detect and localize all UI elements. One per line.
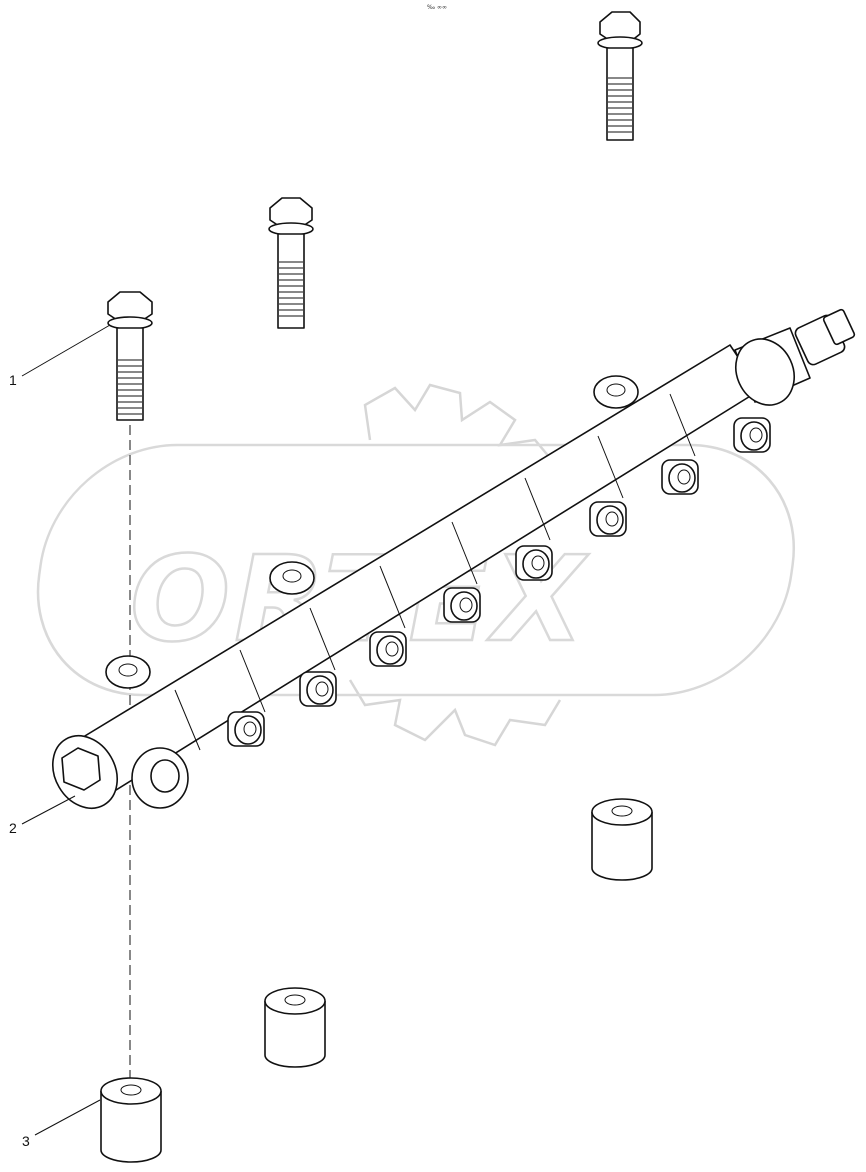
spacer-right bbox=[591, 798, 653, 881]
callout-3: 3 bbox=[22, 1099, 101, 1149]
rail-nozzles bbox=[227, 417, 771, 747]
callout-1: 1 bbox=[9, 324, 111, 388]
header-mark: ‰ ∞∞ bbox=[427, 4, 447, 11]
bolt-left bbox=[107, 291, 153, 421]
watermark-frame bbox=[36, 443, 796, 697]
callout-number-1: 1 bbox=[9, 372, 17, 388]
callout-number-2: 2 bbox=[9, 820, 17, 836]
callout-number-3: 3 bbox=[22, 1133, 30, 1149]
spacer-bottom-left bbox=[100, 1077, 162, 1163]
spacer-middle bbox=[264, 987, 326, 1068]
bolt-middle bbox=[268, 197, 314, 329]
fuel-rail bbox=[52, 308, 856, 809]
watermark-gear bbox=[348, 383, 562, 747]
bolt-top-right bbox=[597, 11, 643, 141]
callout-2: 2 bbox=[9, 795, 76, 836]
